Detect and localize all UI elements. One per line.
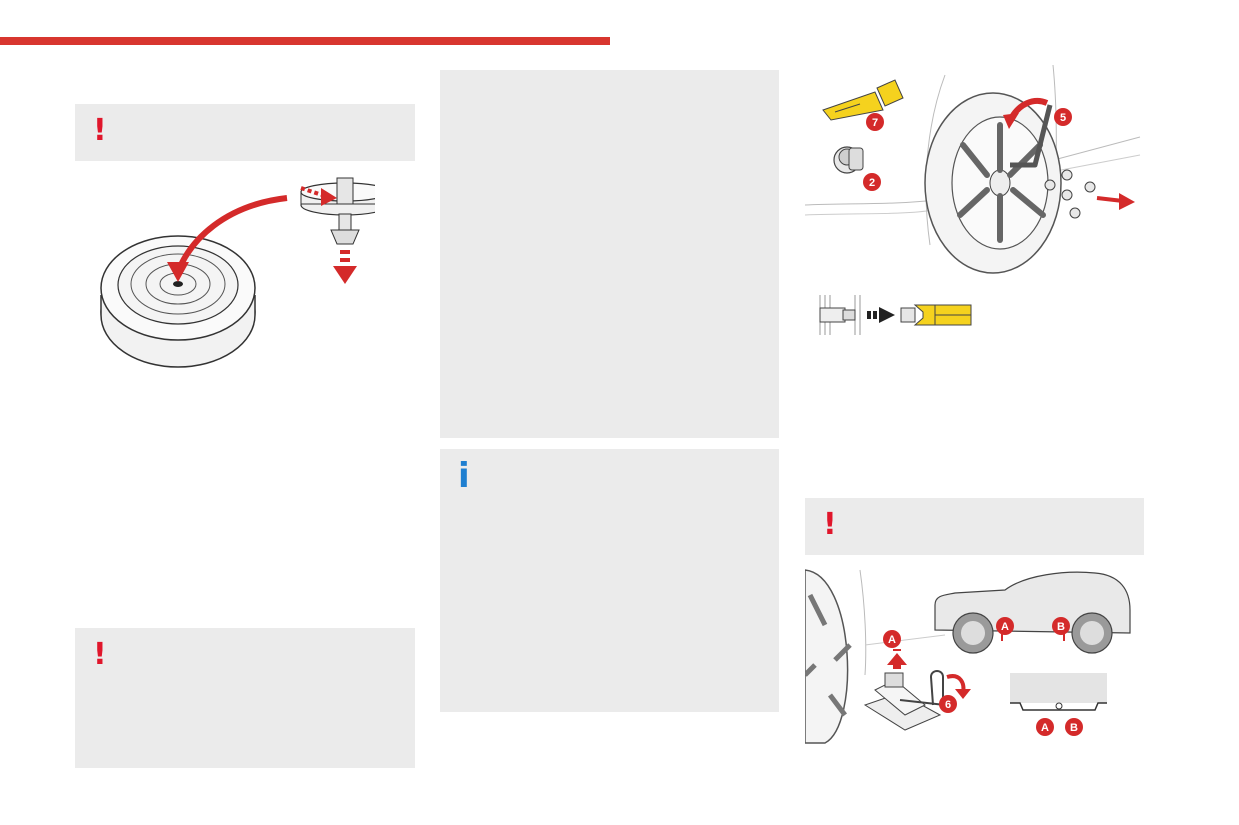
svg-text:7: 7 — [872, 117, 878, 129]
warning-callout-right: ! — [805, 498, 1144, 555]
svg-text:B: B — [1070, 722, 1078, 734]
exclamation-icon: ! — [823, 507, 837, 542]
svg-text:A: A — [1001, 621, 1009, 633]
svg-text:2: 2 — [869, 177, 875, 189]
svg-text:A: A — [1041, 722, 1049, 734]
info-icon: i — [458, 456, 470, 496]
adaptor-fitting-illustration — [819, 295, 972, 335]
badge-a-car: A — [996, 617, 1014, 635]
badge-b-sill: B — [1065, 718, 1083, 736]
svg-text:B: B — [1057, 621, 1065, 633]
badge-b-car: B — [1052, 617, 1070, 635]
badge-a-sill: A — [1036, 718, 1054, 736]
exclamation-icon: ! — [93, 637, 107, 672]
badge-7: 7 — [866, 113, 884, 131]
badge-2: 2 — [863, 173, 881, 191]
content-panel-center — [440, 70, 779, 438]
exclamation-icon: ! — [93, 113, 107, 148]
warning-callout-top: ! — [75, 104, 415, 161]
info-callout: i — [440, 449, 779, 712]
svg-text:6: 6 — [945, 699, 951, 711]
warning-callout-bottom: ! — [75, 628, 415, 768]
svg-text:5: 5 — [1060, 112, 1066, 124]
wheel-removal-illustration: 7 2 5 — [805, 65, 1141, 274]
badge-6: 6 — [939, 695, 957, 713]
svg-text:A: A — [888, 634, 896, 646]
header-accent-bar — [0, 37, 610, 45]
badge-5: 5 — [1054, 108, 1072, 126]
badge-a-jack: A — [883, 630, 901, 648]
spare-wheel-illustration — [100, 177, 375, 368]
jack-points-illustration: A 6 A B A B — [805, 569, 1131, 744]
